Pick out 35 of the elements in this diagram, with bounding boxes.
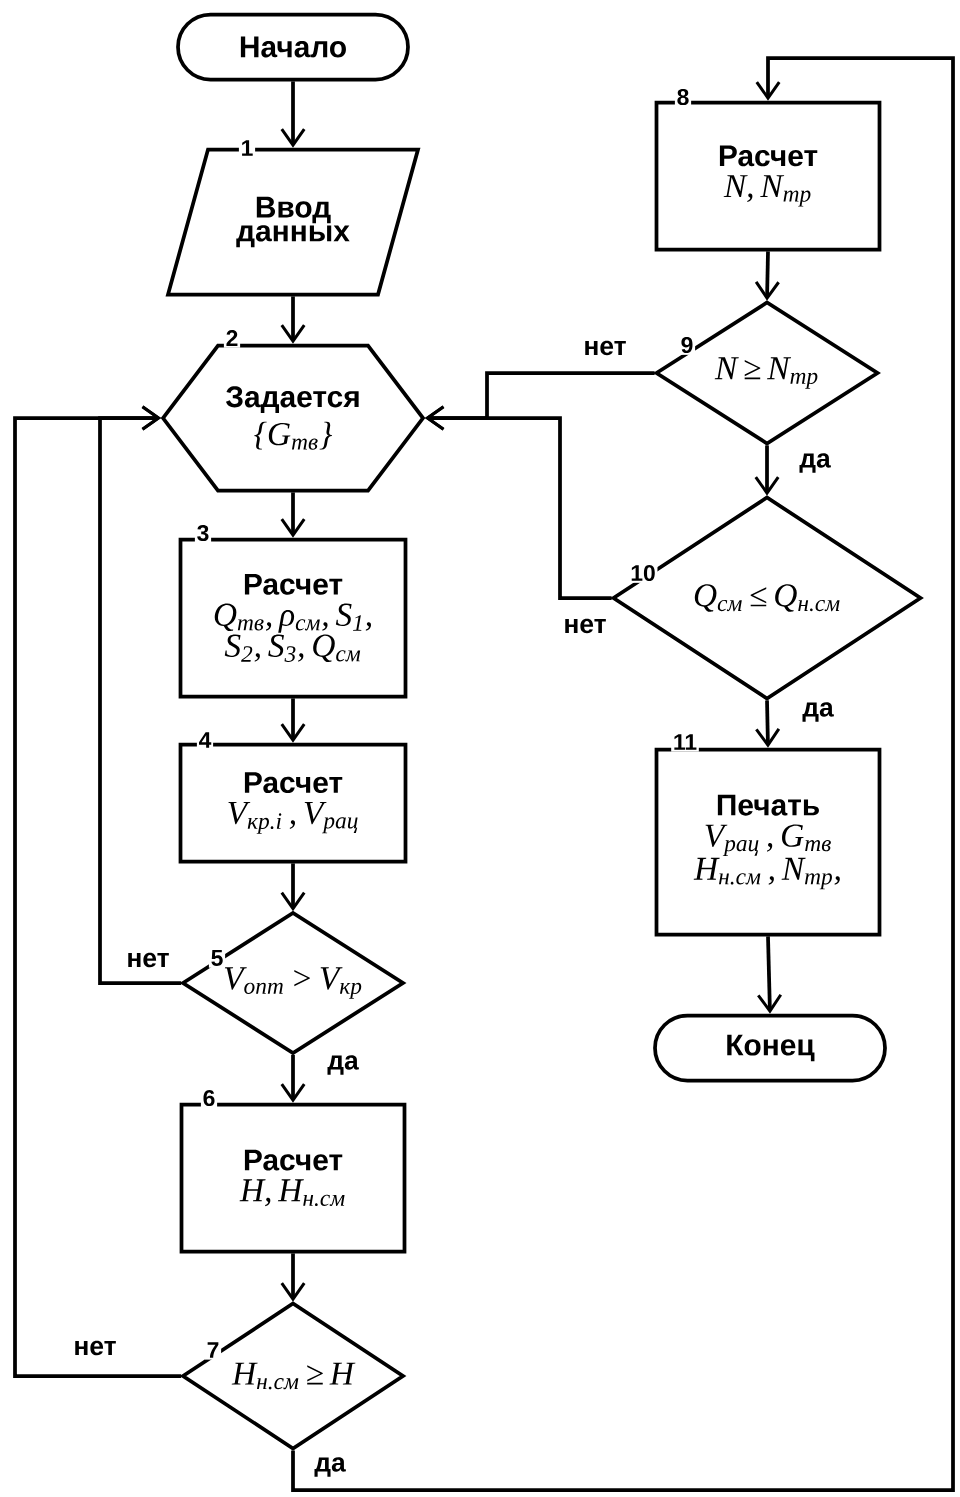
terminal-box: Конец [653,1013,887,1083]
block-number: 9 [678,335,696,355]
edge-label: нет [581,339,629,357]
edge-label: нет [71,1339,119,1357]
block-number: 5 [208,948,226,968]
arrow [280,1253,306,1302]
edge-label: да [797,451,833,475]
edge-label: да [800,700,836,724]
arrow [424,405,612,600]
block-number: 11 [671,732,699,752]
arrow [757,936,782,1014]
arrow [754,445,780,496]
arrow [280,863,306,912]
block-number: 2 [223,328,241,348]
arrow [754,251,780,301]
edge-label: нет [124,951,172,969]
block-number: 4 [196,730,214,750]
arrow [13,405,182,1378]
block-number: 10 [628,563,658,583]
arrow [280,698,306,743]
block-number: 6 [200,1088,218,1108]
terminal-box: Начало [176,12,410,82]
block-number: 7 [204,1340,222,1360]
edge-label: нет [561,617,609,635]
arrow [280,1054,306,1103]
arrow [755,700,781,748]
block-number: 3 [194,523,212,543]
block-number: 1 [238,138,256,158]
block-number: 8 [674,87,692,107]
edge-label: да [325,1053,361,1077]
arrow [280,492,306,538]
arrow [291,56,955,1492]
arrow [280,296,306,344]
arrow [280,81,306,148]
edge-label: да [312,1455,348,1479]
